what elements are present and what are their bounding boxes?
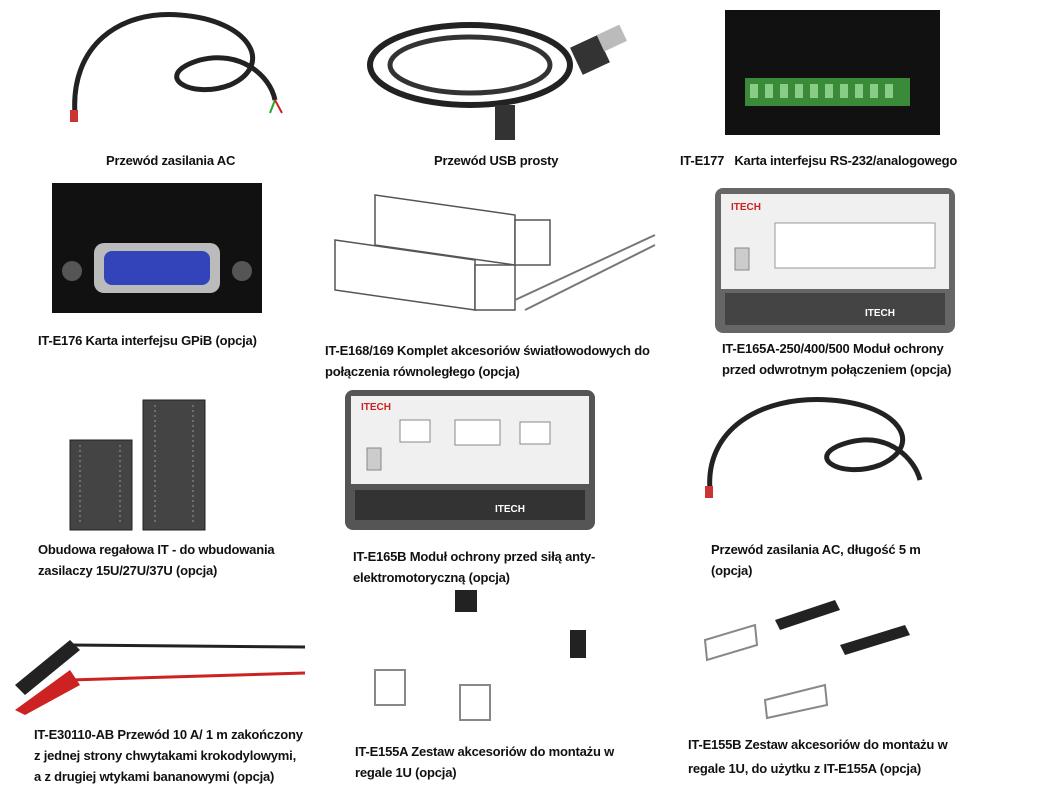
caption-it-e30110: IT-E30110-AB Przewód 10 A/ 1 m zakończon… (34, 727, 303, 784)
svg-text:ITECH: ITECH (361, 402, 391, 413)
it-e165b-module-image: ITECH ITECH (345, 390, 595, 530)
it-e155b-kit-image (703, 600, 910, 720)
it-e165a-module-image: ITECH ITECH (715, 188, 955, 333)
caption-it-e168: IT-E168/169 Komplet akcesoriów światłowo… (325, 343, 650, 379)
caption-usb-cable: Przewód USB prosty (434, 153, 559, 168)
svg-text:ITECH: ITECH (495, 504, 525, 515)
it-e176-gpib-card-image (52, 183, 262, 313)
caption-ac-cable-5m: Przewód zasilania AC, długość 5 m(opcja) (711, 542, 921, 578)
caption-it-e177: IT-E177 Karta interfejsu RS-232/analogow… (680, 153, 958, 168)
it-e177-card-image (725, 10, 940, 135)
ac-power-cable-5m-image (705, 397, 923, 498)
rack-cabinet-image (69, 399, 206, 531)
usb-cable-image (367, 22, 627, 140)
fiber-optic-kit-image (334, 194, 656, 311)
it-e155a-kit-image (374, 590, 586, 721)
svg-text:ITECH: ITECH (865, 308, 895, 319)
itech-logo: ITECH (731, 202, 761, 213)
caption-ac-power-cable: Przewód zasilania AC (106, 153, 236, 168)
caption-it-e176: IT-E176 Karta interfejsu GPiB (opcja) (38, 333, 257, 348)
test-lead-image (15, 640, 306, 715)
ac-power-cable-image (70, 12, 283, 122)
caption-it-e165b: IT-E165B Moduł ochrony przed siłą anty-e… (353, 549, 596, 585)
